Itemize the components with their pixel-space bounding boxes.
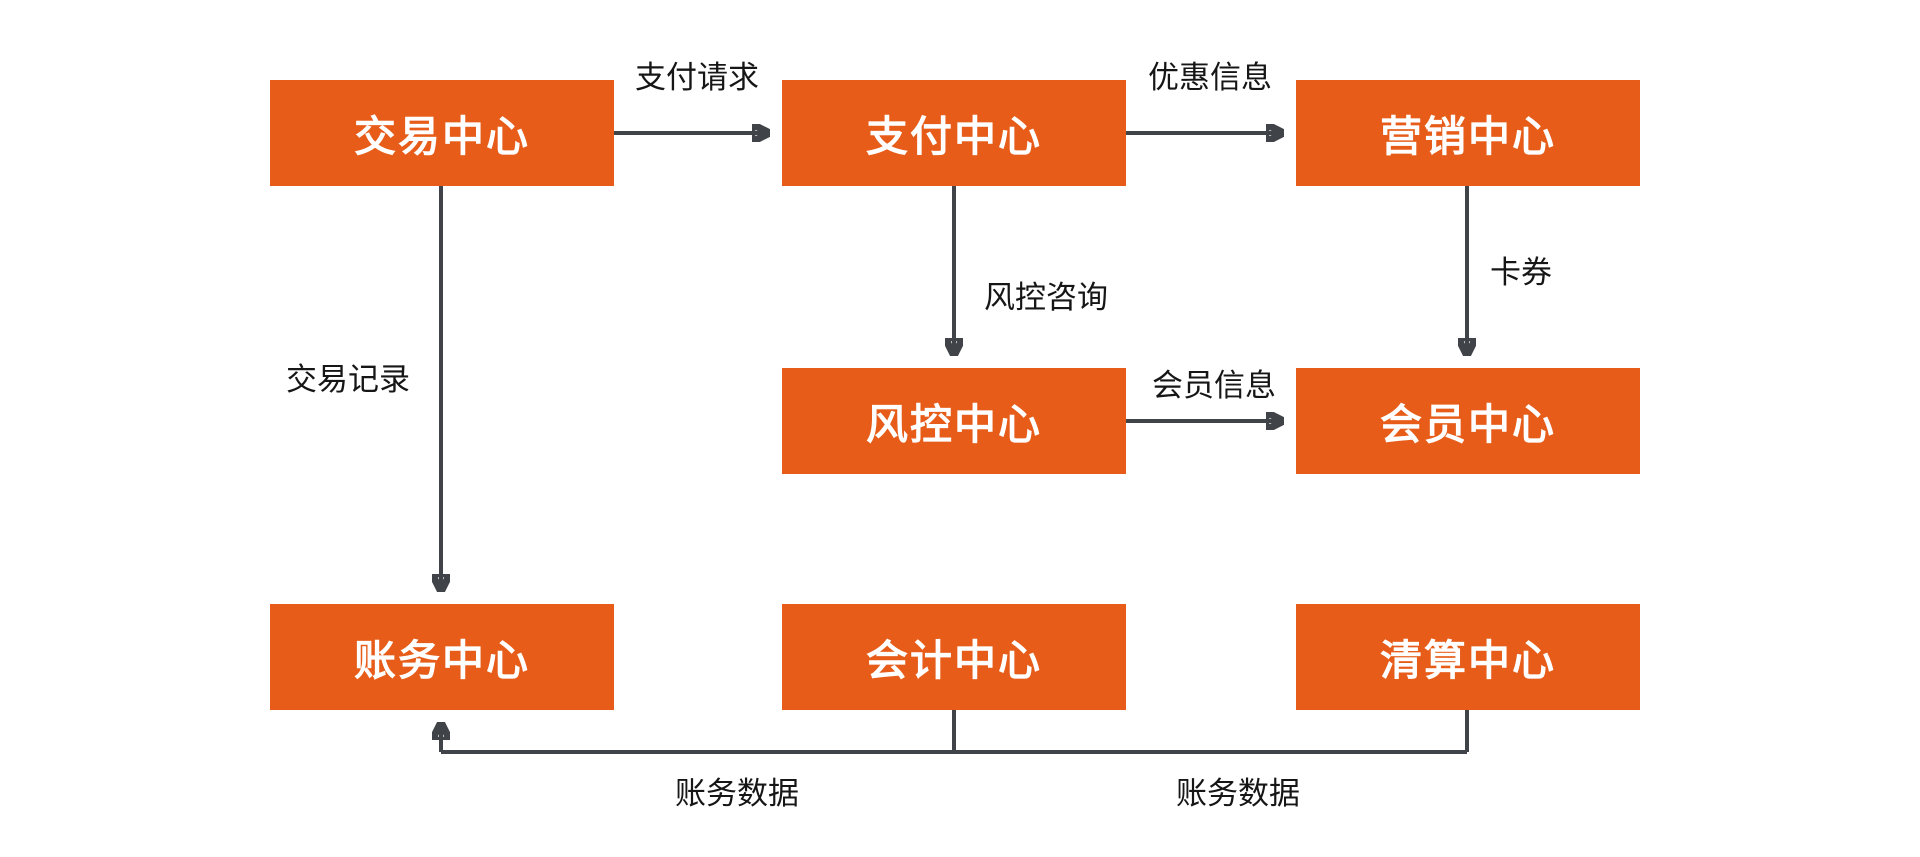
edge-label-accounting-data-left: 账务数据: [675, 776, 799, 811]
edge-label-discount-info: 优惠信息: [1148, 60, 1272, 95]
node-bookkeeping-center: 会计中心: [782, 604, 1126, 710]
node-risk-center: 风控中心: [782, 368, 1126, 474]
edge-label-payment-request: 支付请求: [635, 60, 759, 95]
node-clearing-center: 清算中心: [1296, 604, 1640, 710]
edge-label-trade-record: 交易记录: [286, 362, 410, 397]
edge-label-card-coupon: 卡券: [1490, 255, 1552, 290]
node-member-center: 会员中心: [1296, 368, 1640, 474]
edge-label-accounting-data-right: 账务数据: [1176, 776, 1300, 811]
node-accounting-center: 账务中心: [270, 604, 614, 710]
edge-label-risk-consult: 风控咨询: [984, 280, 1108, 315]
node-trade-center: 交易中心: [270, 80, 614, 186]
node-marketing-center: 营销中心: [1296, 80, 1640, 186]
edge-label-member-info: 会员信息: [1152, 368, 1276, 403]
node-payment-center: 支付中心: [782, 80, 1126, 186]
